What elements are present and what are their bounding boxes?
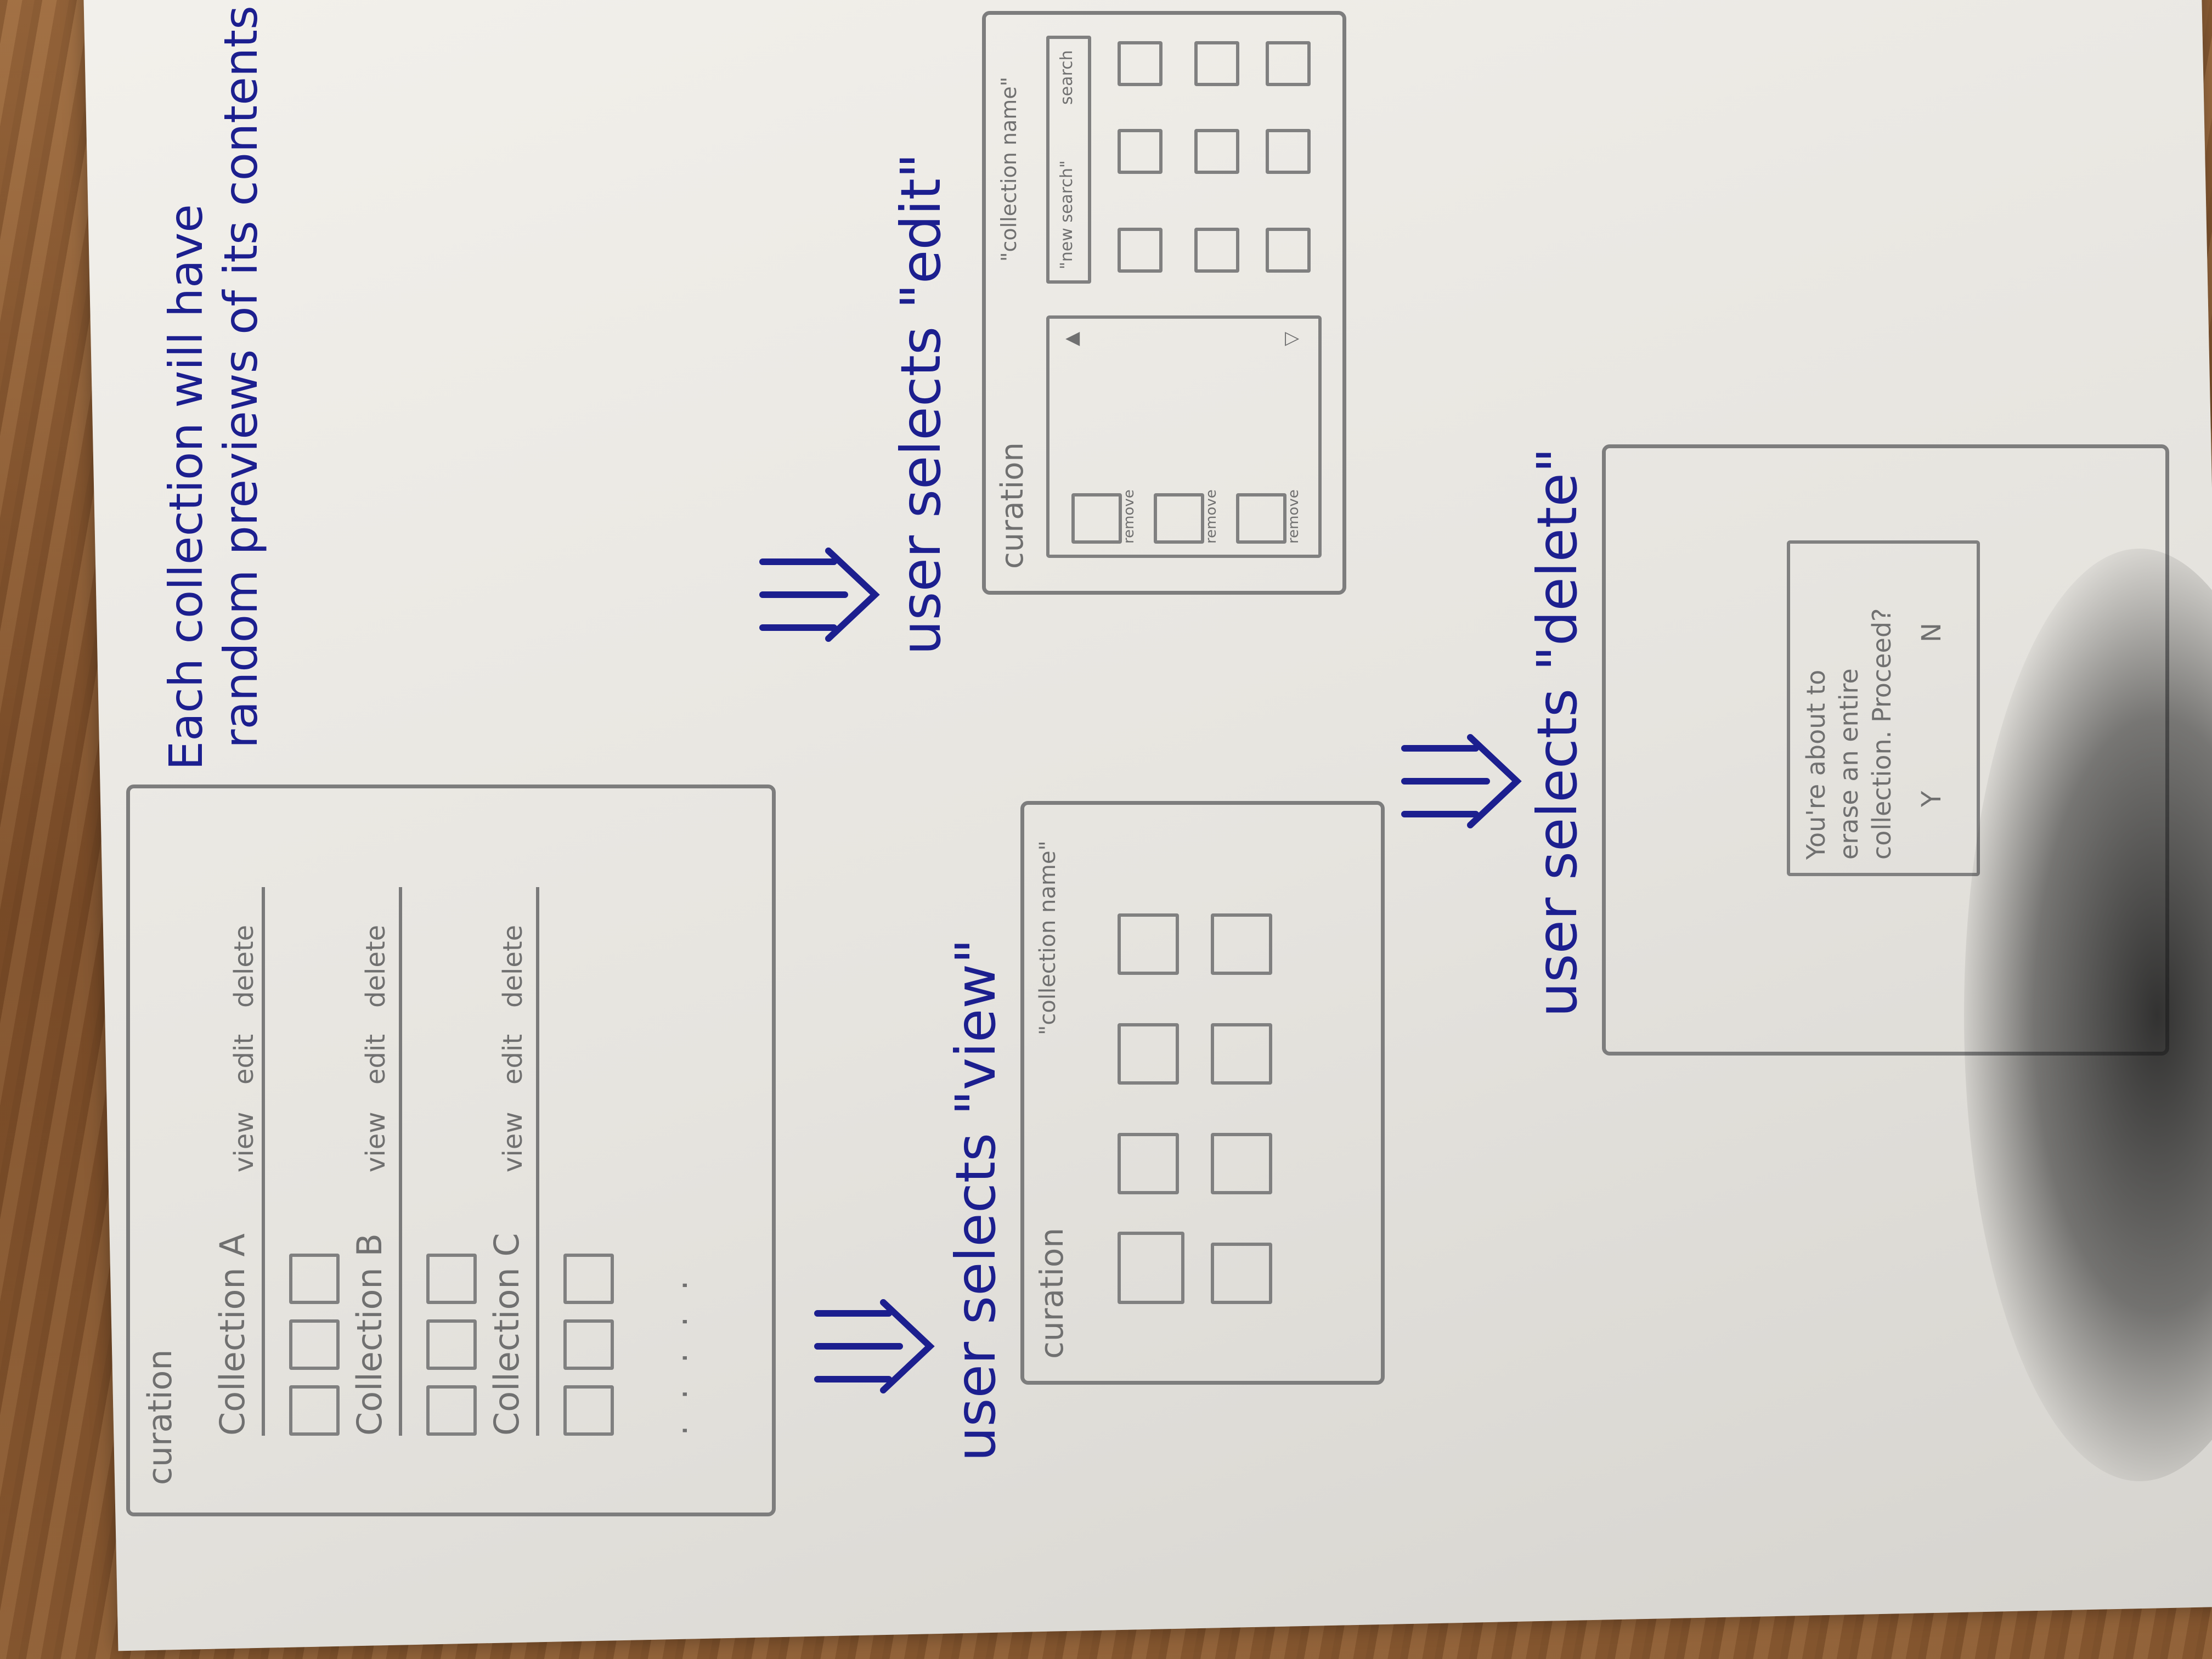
new-search-input[interactable]: "new search" — [1057, 160, 1076, 269]
view-grid-thumbnail[interactable] — [1118, 1133, 1179, 1194]
collection-c-view-link[interactable]: view — [498, 1111, 528, 1172]
collection-a-name[interactable]: Collection A — [212, 1233, 252, 1436]
more-collections-ellipsis: . . . . . — [657, 1272, 695, 1436]
view-grid-thumbnail[interactable] — [1118, 913, 1179, 975]
dialog-message-line-3: collection. Proceed? — [1867, 608, 1897, 860]
down-arrow-icon — [759, 548, 880, 642]
delete-caption: user selects "delete" — [1525, 448, 1589, 1017]
collection-c-edit-link[interactable]: edit — [498, 1034, 528, 1085]
collection-b-name[interactable]: Collection B — [349, 1233, 390, 1436]
remove-label[interactable]: remove — [1285, 489, 1302, 544]
confirm-delete-dialog: You're about to erase an entire collecti… — [1787, 540, 1980, 876]
edit-panel-thumbnail — [1071, 493, 1122, 544]
collection-b-divider — [399, 887, 402, 1436]
confirm-no-button[interactable]: N — [1916, 623, 1947, 642]
collection-c-preview-thumbnail — [563, 1254, 614, 1304]
collection-b-preview-thumbnail — [426, 1319, 477, 1370]
collection-edit-wireframe: curation "collection name" remove remove… — [982, 11, 1346, 595]
edit-panel-thumbnail — [1154, 493, 1204, 544]
collection-a-preview-thumbnail — [289, 1254, 340, 1304]
view-grid-thumbnail[interactable] — [1211, 913, 1272, 975]
edit-curation-title: curation — [995, 442, 1030, 569]
edit-grid-thumbnail[interactable] — [1118, 228, 1163, 273]
edit-grid-thumbnail[interactable] — [1118, 41, 1163, 86]
collection-a-divider — [262, 887, 265, 1436]
curation-title: curation — [141, 1349, 179, 1485]
edit-collection-name: "collection name" — [997, 76, 1021, 262]
collection-b-edit-link[interactable]: edit — [360, 1034, 391, 1085]
collection-c-delete-link[interactable]: delete — [498, 924, 528, 1008]
down-arrow-icon — [1401, 734, 1522, 828]
search-button[interactable]: search — [1057, 50, 1076, 105]
collection-c-name[interactable]: Collection C — [487, 1233, 527, 1436]
curation-list-wireframe: curation Collection A view edit delete C… — [126, 785, 776, 1516]
edit-grid-thumbnail[interactable] — [1194, 228, 1239, 273]
collection-b-preview-thumbnail — [426, 1254, 477, 1304]
collection-c-preview-thumbnail — [563, 1385, 614, 1436]
view-grid-thumbnail[interactable] — [1118, 1232, 1184, 1304]
collection-b-view-link[interactable]: view — [360, 1111, 391, 1172]
edit-grid-thumbnail[interactable] — [1266, 228, 1311, 273]
collection-a-view-link[interactable]: view — [229, 1111, 259, 1172]
view-collection-name: "collection name" — [1035, 840, 1060, 1035]
down-arrow-icon — [814, 1299, 935, 1393]
confirm-yes-button[interactable]: Y — [1916, 791, 1947, 807]
note-line-2: random previews of its contents — [214, 5, 268, 748]
note-line-1: Each collection will have — [159, 204, 213, 770]
edit-caption: user selects "edit" — [889, 153, 953, 655]
collection-b-delete-link[interactable]: delete — [360, 924, 391, 1008]
view-grid-thumbnail[interactable] — [1211, 1023, 1272, 1085]
collection-a-edit-link[interactable]: edit — [229, 1034, 259, 1085]
edit-grid-thumbnail[interactable] — [1118, 129, 1163, 174]
scroll-up-icon[interactable]: ▲ — [1060, 331, 1082, 346]
edit-grid-thumbnail[interactable] — [1266, 41, 1311, 86]
remove-label[interactable]: remove — [1203, 489, 1220, 544]
remove-label[interactable]: remove — [1121, 489, 1137, 544]
collection-b-preview-thumbnail — [426, 1385, 477, 1436]
edit-panel-thumbnail — [1236, 493, 1286, 544]
collection-c-preview-thumbnail — [563, 1319, 614, 1370]
edit-removable-panel: remove remove remove ▲ ▽ — [1046, 315, 1322, 558]
view-grid-thumbnail[interactable] — [1118, 1023, 1179, 1085]
dialog-message-line-2: erase an entire — [1834, 668, 1864, 860]
edit-grid-thumbnail[interactable] — [1266, 129, 1311, 174]
new-search-bar[interactable]: "new search" search — [1046, 36, 1091, 284]
edit-grid-thumbnail[interactable] — [1194, 129, 1239, 174]
collection-a-preview-thumbnail — [289, 1385, 340, 1436]
edit-grid-thumbnail[interactable] — [1194, 41, 1239, 86]
collection-a-preview-thumbnail — [289, 1319, 340, 1370]
view-caption: user selects "view" — [944, 938, 1008, 1462]
view-grid-thumbnail[interactable] — [1211, 1243, 1272, 1304]
dialog-message-line-1: You're about to — [1801, 669, 1831, 860]
view-curation-title: curation — [1033, 1227, 1070, 1359]
collection-c-divider — [536, 887, 539, 1436]
collection-a-delete-link[interactable]: delete — [229, 924, 259, 1008]
collection-view-wireframe: curation "collection name" — [1020, 801, 1385, 1385]
scroll-down-icon[interactable]: ▽ — [1280, 331, 1302, 346]
view-grid-thumbnail[interactable] — [1211, 1133, 1272, 1194]
